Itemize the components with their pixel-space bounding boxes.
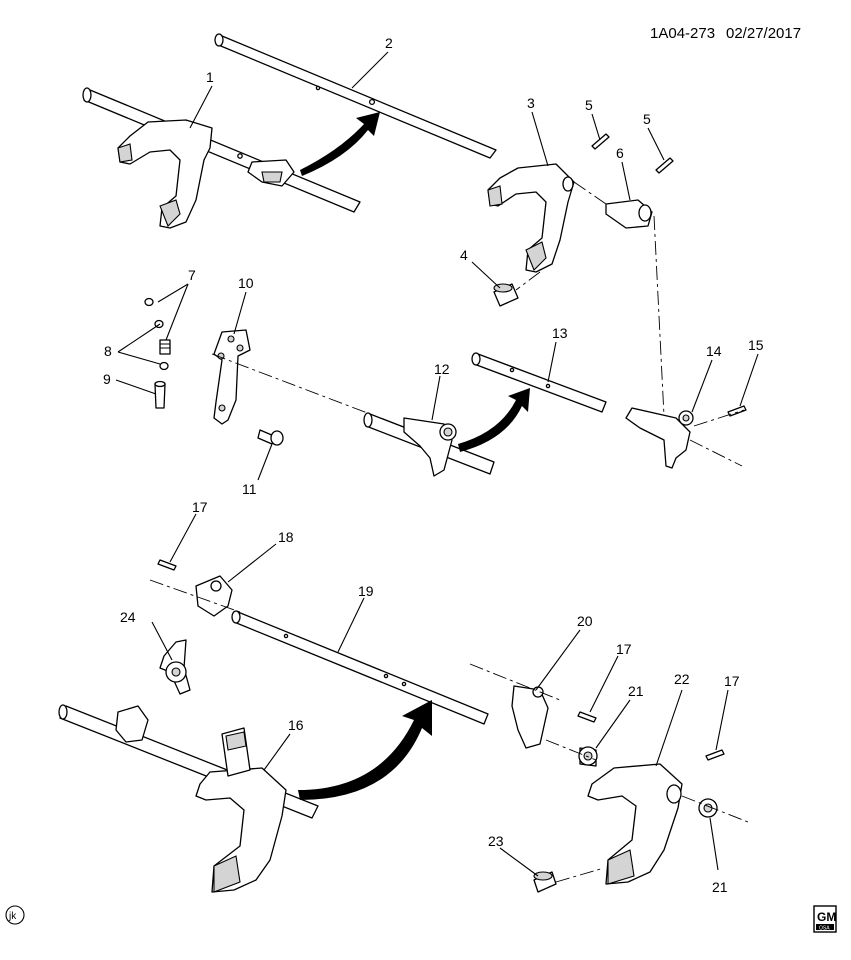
callout-22: 22: [674, 671, 690, 687]
callout-17-left: 17: [192, 499, 208, 515]
callout-9: 9: [103, 371, 111, 387]
roll-pin-17-right: [705, 749, 725, 761]
callout-12: 12: [434, 361, 450, 377]
callout-14: 14: [706, 343, 722, 359]
diagram-code: 1A04-273: [650, 25, 715, 42]
callout-20: 20: [577, 613, 593, 629]
diagram-date: 02/27/2017: [726, 25, 801, 42]
detent-ball-8-bottom: [159, 361, 169, 371]
roll-pin-5-left: [591, 133, 610, 150]
centerline-3-6: [573, 181, 607, 205]
detent-spring-7: [159, 339, 171, 355]
callout-24: 24: [120, 609, 136, 625]
leader-lines: [115, 51, 759, 877]
logo-gm-text: GM: [817, 910, 836, 924]
callout-6: 6: [616, 145, 624, 161]
transfer-arrow-3: [298, 700, 432, 800]
initials-badge: jk: [5, 905, 25, 925]
shift-rail-12: [363, 412, 495, 477]
roll-pin-17-middle: [577, 711, 597, 723]
callout-8: 8: [104, 343, 112, 359]
callout-1: 1: [206, 69, 214, 85]
centerline-23: [555, 867, 605, 883]
callout-5-right: 5: [643, 111, 651, 127]
sleeve-4: [493, 283, 519, 307]
centerline-middle-right: [689, 439, 743, 467]
centerline-18: [149, 579, 241, 613]
gm-osa-logo: GM OSA: [813, 905, 837, 933]
shift-lug-20: [511, 685, 549, 749]
shift-fork-3: [487, 163, 575, 273]
transfer-arrow-1: [300, 112, 380, 176]
centerline-pin-15: [693, 409, 745, 427]
callout-16: 16: [288, 717, 304, 733]
shift-rail-19: [231, 610, 489, 725]
centerline-22: [681, 795, 749, 823]
shift-lug-18: [195, 575, 233, 617]
transfer-arrow-2: [458, 388, 530, 452]
centerline-6-14: [653, 215, 665, 417]
logo-osa-text: OSA: [819, 926, 830, 932]
shift-fork-22: [587, 763, 683, 885]
callout-23: 23: [488, 833, 504, 849]
callout-19: 19: [358, 583, 374, 599]
callout-21-upper: 21: [628, 683, 644, 699]
shift-fork-16: [195, 727, 287, 893]
callout-5-left: 5: [585, 97, 593, 113]
callout-4: 4: [460, 247, 468, 263]
callout-15: 15: [748, 337, 764, 353]
initials-text: jk: [8, 911, 17, 922]
roll-pin-17-left: [157, 559, 177, 571]
callout-13: 13: [552, 325, 568, 341]
roll-pin-5-right: [655, 157, 674, 174]
callout-21-lower: 21: [712, 879, 728, 895]
shift-fork-1: [117, 119, 213, 229]
centerline-3-4: [515, 271, 541, 291]
detent-lever-24: [159, 639, 191, 695]
rail-1-clip: [247, 159, 295, 187]
detent-ball-7: [144, 297, 154, 307]
callout-3: 3: [527, 95, 535, 111]
bolt-11: [257, 429, 284, 446]
callout-7: 7: [188, 267, 196, 283]
centerline-21: [545, 739, 597, 761]
detent-pin-9: [154, 380, 166, 409]
detent-bracket-10: [213, 329, 251, 425]
shift-lug-14: [625, 407, 694, 469]
callout-10: 10: [238, 275, 254, 291]
centerline-middle-left: [211, 353, 371, 415]
centerline-20: [469, 663, 561, 701]
callout-11: 11: [242, 481, 257, 497]
callout-18: 18: [278, 529, 294, 545]
callout-2: 2: [385, 35, 393, 51]
interlock-block-6: [605, 199, 653, 229]
shift-rail-2: [214, 33, 497, 159]
callout-numbers: 1 2 3 5 5 6 4 7 8 9 10 11 12 13 14 15 17…: [103, 35, 764, 895]
bushing-21-lower: [698, 798, 718, 818]
callout-17-right: 17: [724, 673, 740, 689]
sleeve-23: [533, 871, 557, 893]
callout-17-middle: 17: [616, 641, 632, 657]
shift-rail-13: [471, 352, 607, 413]
